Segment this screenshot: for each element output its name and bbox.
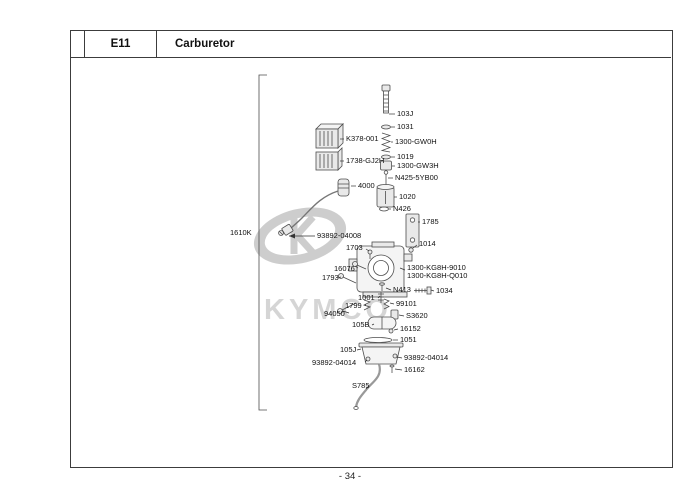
part-label-29-1051: 1051: [400, 335, 417, 344]
part-label-0-103j: 103J: [397, 109, 414, 118]
assembly-bracket: [258, 74, 267, 411]
part-label-11-1785: 1785: [422, 217, 439, 226]
part-label-12-1610k: 1610K: [230, 228, 252, 237]
part-label-7-n425-5yb00: N425-5YB00: [395, 173, 438, 182]
section-title: Carburetor: [175, 38, 235, 50]
part-1031-washer: [381, 124, 391, 130]
part-label-9-1020: 1020: [399, 192, 416, 201]
part-label-16-16076: 16076: [334, 264, 355, 273]
part-1020-throttle-slide: [376, 184, 395, 208]
part-s785-hose: [353, 363, 381, 410]
part-16076-screw: [352, 261, 367, 270]
part-16152-screw: [388, 328, 394, 334]
part-label-1-1031: 1031: [397, 122, 414, 131]
part-label-31-93892-04014: 93892-04014: [312, 358, 357, 367]
part-label-23-99101: 99101: [396, 299, 417, 308]
part-label-5-1738-gj2h: 1738-GJ2H: [346, 156, 385, 165]
header: [70, 30, 671, 58]
part-label-14-1703: 1703: [346, 243, 363, 252]
part-1051-gasket: [363, 337, 393, 343]
part-16162-drain-screw: [389, 364, 395, 373]
part-103j-screw: [381, 84, 391, 114]
part-label-25-94050: 94050: [324, 309, 345, 318]
part-label-17-1300-kg8h-9010: 1300-KG8H-9010: [407, 263, 466, 272]
part-1799-spring: [362, 299, 372, 311]
part-1738gj2h-block: [315, 147, 343, 171]
part-label-3-1300-gw0h: 1300-GW0H: [395, 137, 437, 146]
part-label-19-1793: 1793: [322, 273, 339, 282]
part-1300gw0h-spring: [380, 132, 392, 153]
part-93892-04014-screw-right: [392, 353, 398, 359]
part-label-20-n413: N413: [393, 285, 411, 294]
part-label-33-16162: 16162: [404, 365, 425, 374]
part-label-15-1014: 1014: [419, 239, 436, 248]
part-1785-plate: [405, 213, 420, 248]
part-label-32-93892-04014: 93892-04014: [404, 353, 449, 362]
part-93892-04008-screw: [278, 230, 284, 236]
part-label-26-s3620: S3620: [406, 311, 428, 320]
part-label-28-16152: 16152: [400, 324, 421, 333]
part-label-10-n426: N426: [393, 204, 411, 213]
part-label-24-1799: 1799: [345, 301, 362, 310]
part-label-21-1034: 1034: [436, 286, 453, 295]
page-number: - 34 -: [338, 471, 362, 482]
part-label-27-105b: 105B: [352, 320, 370, 329]
part-label-8-4000: 4000: [358, 181, 375, 190]
part-label-4-1019: 1019: [397, 152, 414, 161]
brand-watermark-text: KYMCO: [264, 294, 392, 326]
section-code: E11: [84, 31, 157, 57]
part-label-22-1001: 1001: [358, 293, 375, 302]
part-label-6-1300-gw3h: 1300-GW3H: [397, 161, 439, 170]
part-n426-clip: [379, 206, 389, 212]
part-99101-spring: [383, 298, 390, 310]
part-1014-screw: [408, 247, 414, 253]
part-94050-screw: [337, 302, 357, 314]
part-4000-sensor: [281, 178, 350, 236]
part-label-2-k378-001: K378-001: [346, 134, 379, 143]
page-border: [70, 30, 673, 468]
part-n425-needle: [383, 170, 389, 185]
part-label-30-105j: 105J: [340, 345, 357, 354]
part-label-18-1300-kg8h-q010: 1300-KG8H-Q010: [407, 271, 468, 280]
part-105b-float: [367, 316, 397, 330]
part-n413-screw: [379, 282, 385, 291]
part-1034-screw: [414, 286, 432, 295]
part-1019-washer: [381, 154, 391, 160]
part-label-13-93892-04008: 93892-04008: [317, 231, 362, 240]
part-label-34-s785: S785: [352, 381, 370, 390]
part-1300gw3h-seat: [380, 160, 392, 171]
part-105j-float-bowl: [358, 342, 404, 365]
part-k378-001-block: [315, 123, 344, 149]
